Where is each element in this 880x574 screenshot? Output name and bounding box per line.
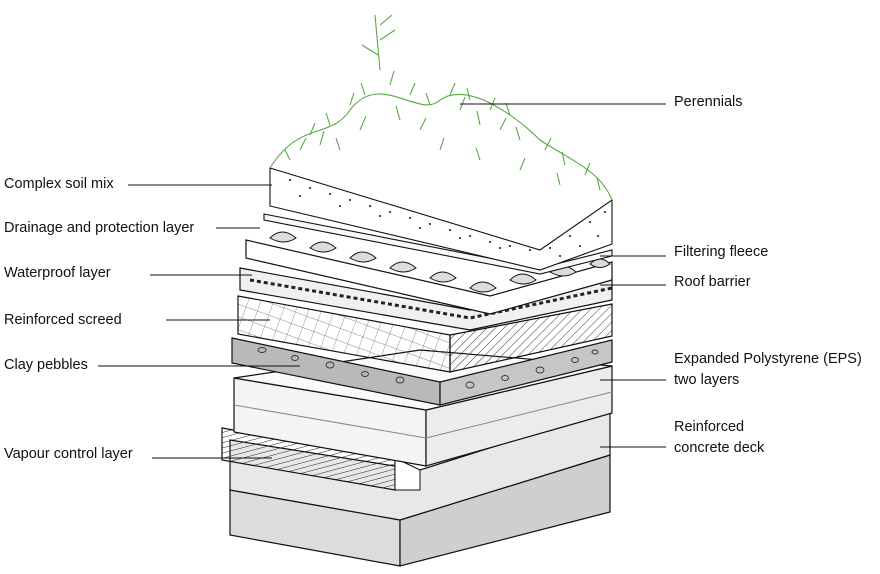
label-reinforced-screed: Reinforced screed [4,312,122,328]
drainage-layer [245,231,613,315]
label-filtering-fleece: Filtering fleece [674,244,769,260]
clay-pebbles-layer [231,337,613,406]
label-drainage-protection-layer: Drainage and protection layer [4,220,195,236]
label-clay-pebbles: Clay pebbles [4,357,88,373]
reinforced-screed [237,295,613,373]
label-complex-soil-mix: Complex soil mix [4,176,114,192]
soil-mix [269,167,613,271]
label-vapour-control-layer: Vapour control layer [4,446,133,462]
leader-lines-right [460,103,666,448]
label-roof-barrier: Roof barrier [674,274,751,290]
leader-lines-left [98,184,300,459]
label-perennials: Perennials [674,94,743,110]
label-eps-two-layers: Expanded Polystyrene (EPS) two layers [674,351,862,388]
label-reinforced-concrete-deck: Reinforced concrete deck [674,419,765,456]
label-waterproof-layer: Waterproof layer [4,265,111,281]
perennial-plants [269,14,613,201]
